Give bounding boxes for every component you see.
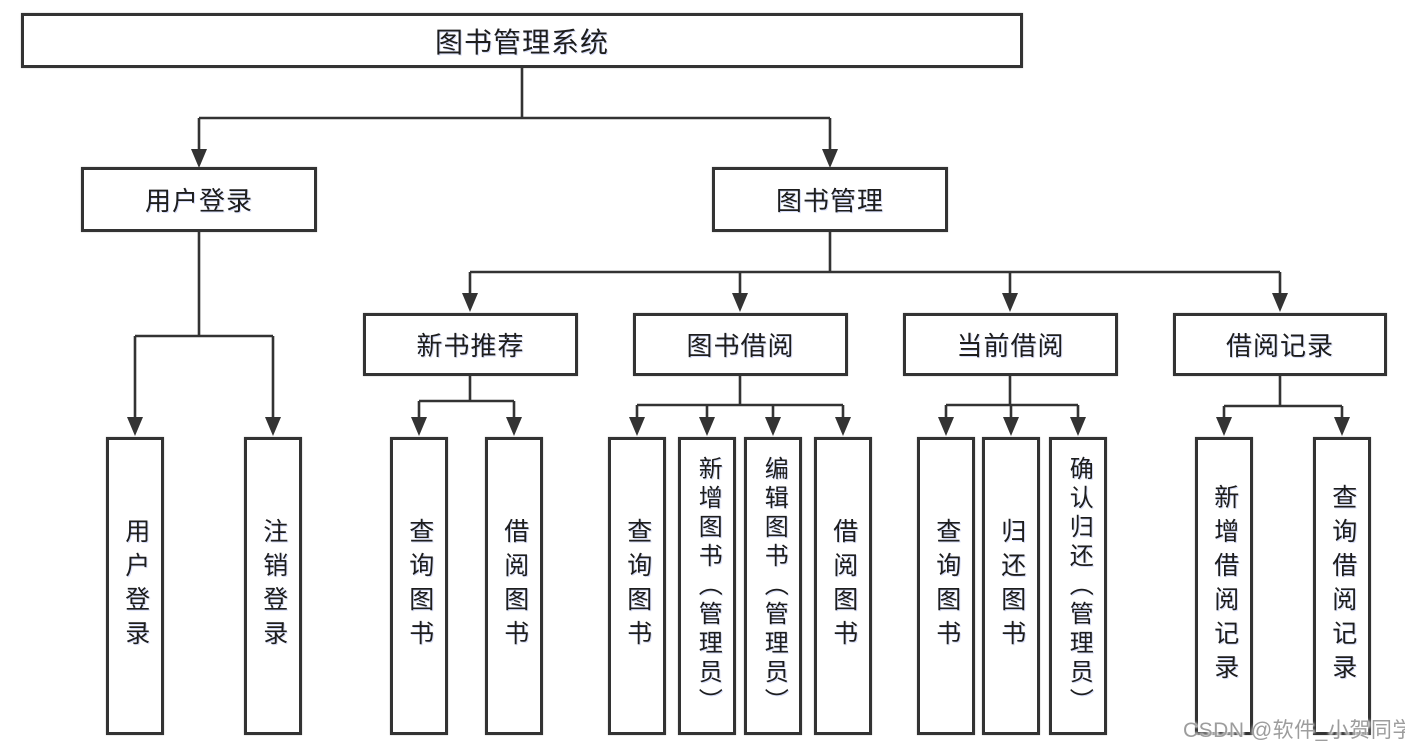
- arrowhead: [1002, 293, 1018, 312]
- edge-root-to-level2: [197, 68, 832, 150]
- arrowhead: [265, 417, 281, 436]
- edge-records-to-leaves: [1222, 376, 1344, 420]
- leaf-label: 查询图书: [623, 518, 652, 654]
- leaf-add-books-admin: 新增图书（管理员）: [678, 437, 736, 735]
- edge-borrow-to-leaves: [635, 376, 845, 420]
- leaf-edit-books-admin: 编辑图书（管理员）: [744, 437, 802, 735]
- leaf-confirm-return-admin: 确认归还（管理员）: [1049, 437, 1107, 735]
- arrowhead: [732, 293, 748, 312]
- arrowhead: [765, 417, 781, 436]
- leaf-user-login: 用户登录: [106, 437, 164, 735]
- node-book-management: 图书管理: [712, 167, 948, 232]
- leaf-label: 归还图书: [997, 518, 1026, 654]
- leaf-label: 查询图书: [405, 518, 434, 654]
- node-book-borrowing: 图书借阅: [633, 313, 848, 376]
- leaf-query-borrow-record: 查询借阅记录: [1313, 437, 1371, 735]
- leaf-query-books-borrowing: 查询图书: [608, 437, 666, 735]
- arrowhead: [1216, 417, 1232, 436]
- leaf-query-books-current: 查询图书: [917, 437, 975, 735]
- leaf-borrow-books-recommend: 借阅图书: [485, 437, 543, 735]
- leaf-label: 注销登录: [259, 518, 288, 654]
- arrowhead: [1070, 417, 1086, 436]
- arrowhead: [1334, 417, 1350, 436]
- edge-recommend-to-leaves: [417, 376, 516, 420]
- edge-book-mgmt-to-level3: [468, 232, 1282, 297]
- node-borrowing-records: 借阅记录: [1173, 313, 1387, 376]
- arrowhead: [191, 149, 207, 168]
- arrowhead: [629, 417, 645, 436]
- node-new-book-recommendation: 新书推荐: [363, 313, 578, 376]
- leaf-label: 借阅图书: [500, 518, 529, 654]
- arrowhead: [938, 417, 954, 436]
- edge-user-login-to-leaves: [133, 232, 275, 420]
- leaf-logout: 注销登录: [244, 437, 302, 735]
- leaf-label: 确认归还（管理员）: [1065, 455, 1093, 717]
- edge-current-to-leaves: [944, 376, 1080, 420]
- arrowhead: [1003, 417, 1019, 436]
- leaf-query-books-recommend: 查询图书: [390, 437, 448, 735]
- csdn-watermark: CSDN @软件_小贺同学: [1183, 719, 1405, 742]
- arrowhead: [822, 149, 838, 168]
- arrowhead: [506, 417, 522, 436]
- node-user-login: 用户登录: [81, 167, 317, 232]
- leaf-label: 编辑图书（管理员）: [760, 455, 788, 717]
- arrowhead: [462, 293, 478, 312]
- leaf-label: 新增图书（管理员）: [694, 455, 722, 717]
- node-current-borrowing: 当前借阅: [903, 313, 1118, 376]
- leaf-add-borrow-record: 新增借阅记录: [1195, 437, 1253, 735]
- leaf-label: 用户登录: [121, 518, 150, 654]
- node-library-management-system: 图书管理系统: [21, 13, 1023, 68]
- arrowhead: [411, 417, 427, 436]
- leaf-borrow-books-borrowing: 借阅图书: [814, 437, 872, 735]
- arrowhead: [699, 417, 715, 436]
- leaf-label: 借阅图书: [829, 518, 858, 654]
- arrowhead: [1272, 293, 1288, 312]
- leaf-label: 新增借阅记录: [1210, 484, 1239, 688]
- arrowhead: [127, 417, 143, 436]
- arrowhead: [835, 417, 851, 436]
- leaf-label: 查询图书: [932, 518, 961, 654]
- leaf-return-books: 归还图书: [982, 437, 1040, 735]
- leaf-label: 查询借阅记录: [1328, 484, 1357, 688]
